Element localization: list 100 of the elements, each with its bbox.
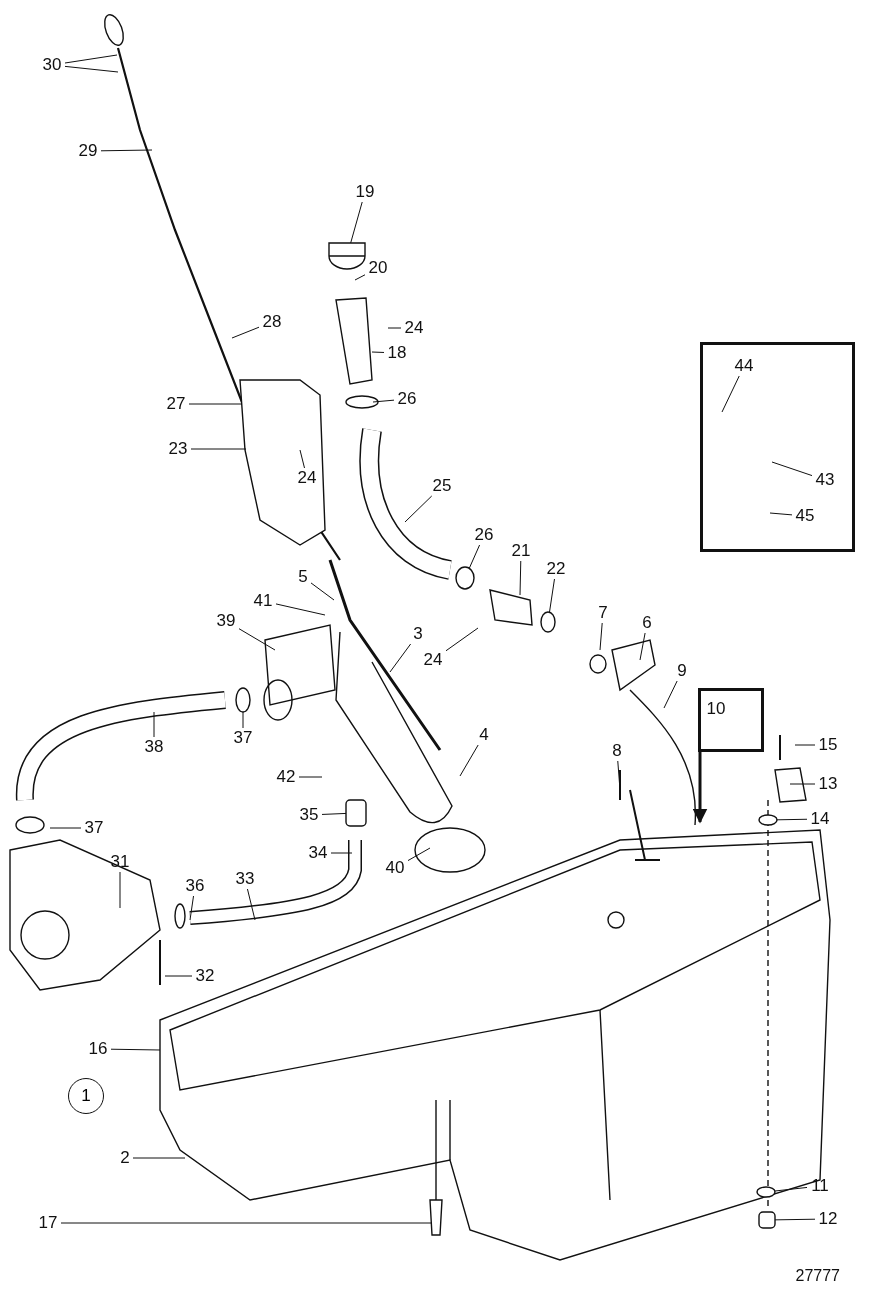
callout-number: 45 (795, 507, 815, 525)
leader-line (246, 888, 256, 921)
callout-number: 14 (810, 810, 830, 828)
leader-line (354, 274, 366, 281)
leader-line (721, 375, 740, 413)
callout-number: 34 (308, 844, 328, 862)
bushing (345, 799, 367, 827)
leader-line (794, 744, 816, 746)
leader-line (774, 1218, 816, 1221)
leader-line (350, 201, 363, 244)
leader-line (100, 149, 153, 152)
leader-line (275, 603, 326, 616)
leader-line (372, 399, 395, 403)
callout-number: 17 (38, 1214, 58, 1232)
inset-frame (700, 342, 855, 552)
leader-line (231, 326, 260, 339)
drain-plug (758, 1211, 776, 1229)
callout-number: 4 (479, 726, 489, 744)
leader-line (769, 512, 793, 516)
leader-line (617, 760, 621, 791)
callout-number: 24 (404, 319, 424, 337)
callout-number: 13 (818, 775, 838, 793)
callout-number: 23 (168, 440, 188, 458)
callout-number: 22 (546, 560, 566, 578)
leader-line (407, 847, 431, 862)
sealing-ring (540, 611, 556, 633)
callout-number: 11 (811, 1177, 829, 1195)
callout-number: 8 (612, 742, 622, 760)
leader-line (60, 1222, 433, 1224)
leader-line (389, 643, 412, 673)
callout-number: 39 (216, 612, 236, 630)
leader-line (153, 711, 155, 738)
callout-number: 30 (42, 56, 62, 74)
callout-number: 29 (78, 142, 98, 160)
leader-line (64, 65, 119, 73)
callout-number: 20 (368, 259, 388, 277)
leader-line (519, 560, 522, 596)
leader-line (242, 711, 244, 729)
inset-frame (698, 688, 764, 752)
callout-number: 32 (195, 967, 215, 985)
leader-line (404, 495, 433, 523)
callout-number: 24 (423, 651, 443, 669)
callout-number: 2 (120, 1149, 130, 1167)
leader-line (310, 582, 335, 601)
callout-number: 19 (355, 183, 375, 201)
callout-number: 26 (474, 526, 494, 544)
leader-line (321, 812, 347, 815)
leader-line (771, 461, 813, 477)
leader-line (132, 1157, 186, 1159)
callout-number: 38 (144, 738, 164, 756)
sealing-ring (758, 814, 778, 826)
callout-number: 18 (387, 344, 407, 362)
filler-cap (328, 242, 366, 270)
leader-line (549, 578, 555, 613)
callout-number: 28 (262, 313, 282, 331)
leader-line (459, 744, 479, 777)
leader-line (299, 449, 305, 469)
leader-line (238, 628, 276, 651)
callout-number: 40 (385, 859, 405, 877)
callout-number: 27 (166, 395, 186, 413)
leader-line (789, 783, 816, 785)
leader-line (663, 680, 678, 709)
leader-line (49, 827, 82, 829)
callout-number: 44 (734, 357, 754, 375)
leader-line (776, 818, 808, 821)
leader-line (468, 544, 481, 569)
callout-number: 5 (298, 568, 308, 586)
leader-line (330, 852, 353, 854)
callout-number: 43 (815, 471, 835, 489)
callout-number: 36 (185, 877, 205, 895)
leader-line (445, 627, 479, 652)
sealing-ring (756, 1186, 776, 1198)
leader-line (599, 622, 603, 651)
leader-line (110, 1048, 161, 1051)
leader-line (774, 1186, 808, 1192)
leader-line (119, 871, 121, 909)
callout-number: 41 (253, 592, 273, 610)
leader-line (639, 632, 646, 661)
callout-number: 10 (706, 700, 726, 718)
sealing-ring (235, 687, 251, 713)
callout-number: 12 (818, 1210, 838, 1228)
callout-number: 16 (88, 1040, 108, 1058)
callout-number: 9 (677, 662, 687, 680)
callout-number: 42 (276, 768, 296, 786)
arrow (692, 752, 708, 824)
callout-number: 35 (299, 806, 319, 824)
leader-line (371, 351, 385, 353)
callout-number: 25 (432, 477, 452, 495)
circled-number: 1 (68, 1078, 104, 1114)
leader-line (298, 776, 323, 778)
leader-line (164, 975, 193, 977)
leader-line (190, 448, 247, 450)
callout-number: 37 (233, 729, 253, 747)
callout-number: 26 (397, 390, 417, 408)
callout-number: 33 (235, 870, 255, 888)
drawing-number: 27777 (795, 1267, 840, 1285)
callout-number: 15 (818, 736, 838, 754)
leader-line (188, 403, 243, 405)
leader-line (64, 54, 118, 64)
callout-number: 3 (413, 625, 423, 643)
